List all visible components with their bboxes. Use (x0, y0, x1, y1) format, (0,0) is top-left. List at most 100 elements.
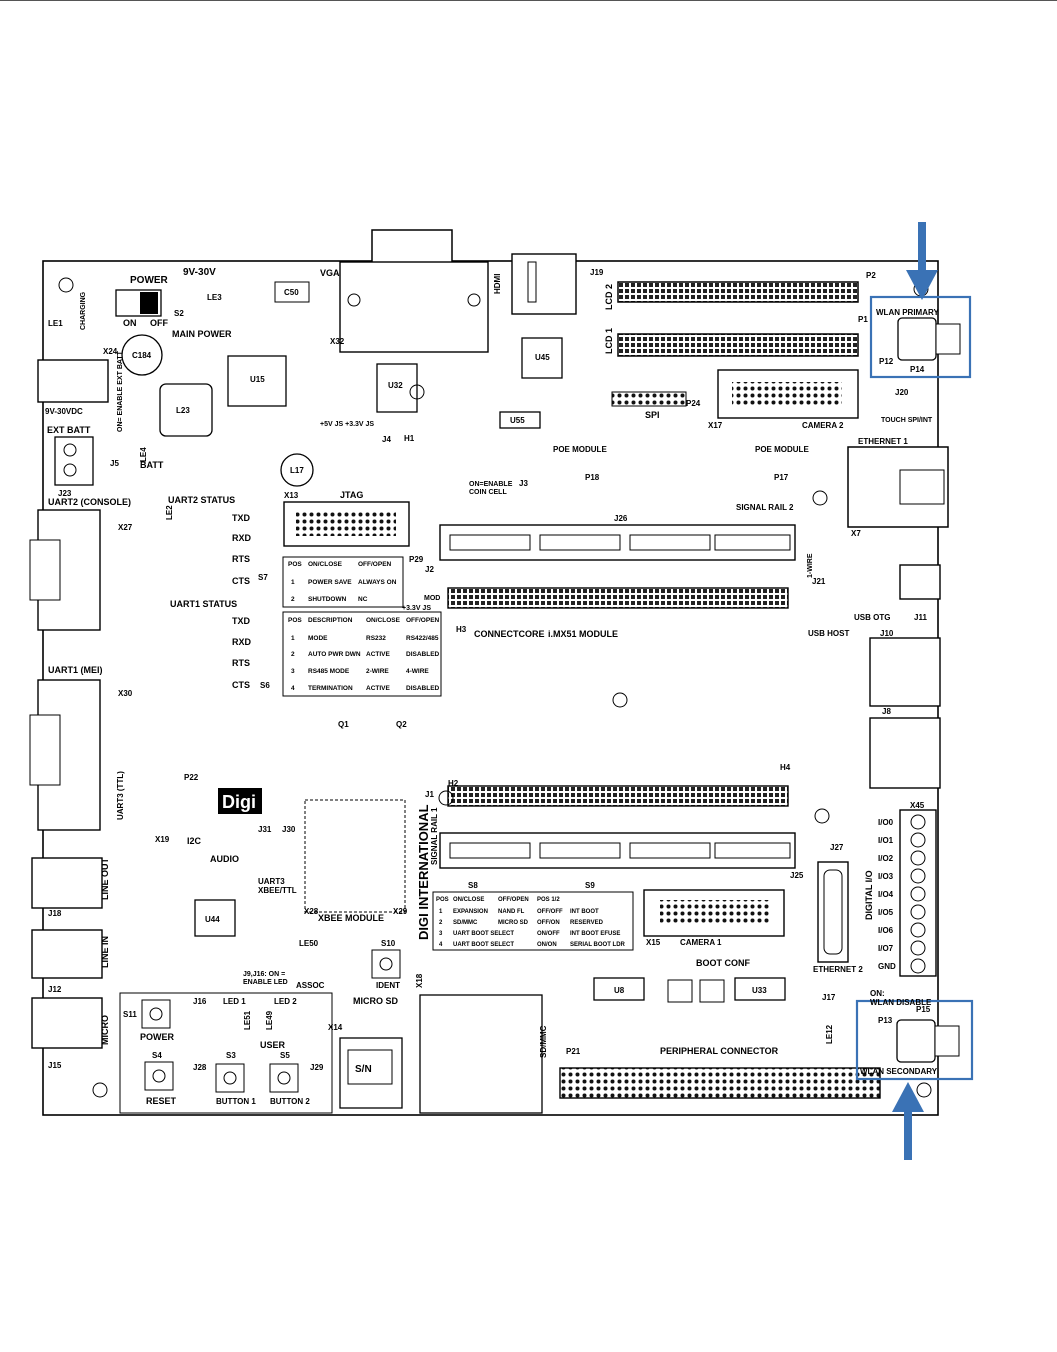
ref-X14: X14 (328, 1023, 343, 1032)
ref-H3: H3 (456, 625, 467, 634)
label-spi: SPI (645, 410, 660, 420)
label-txd-1: TXD (232, 513, 251, 523)
ref-J29: J29 (310, 1063, 324, 1072)
chip-u55 (499, 411, 541, 429)
sd-card-sn: S/N (355, 1064, 372, 1075)
chip-u45 (521, 337, 563, 379)
button-ident (371, 949, 401, 979)
ref-J3: J3 (519, 479, 528, 488)
label-digital-io: DIGITAL I/O (864, 870, 874, 920)
ref-S6: S6 (260, 681, 270, 690)
ref-J31: J31 (258, 825, 272, 834)
label-lcd2: LCD 2 (604, 284, 614, 310)
label-one-wire: 1-WIRE (807, 553, 814, 578)
s8s9-r2c3: ON/OFF (537, 931, 560, 937)
label-u32: U32 (388, 381, 403, 390)
io-1: I/O1 (878, 836, 894, 845)
usb-otg-j11 (899, 564, 941, 600)
ref-J25: J25 (790, 871, 804, 880)
chip-u33 (734, 977, 786, 1001)
label-j9-note: J9,J16: ON =ENABLE LED (243, 971, 288, 986)
ref-X28: X28 (304, 907, 319, 916)
ref-S3: S3 (226, 1051, 236, 1060)
label-u33: U33 (752, 986, 767, 995)
label-uart2-status: UART2 STATUS (168, 495, 235, 505)
ref-J4: J4 (382, 435, 391, 444)
label-wlan-secondary: WLAN SECONDARY (860, 1067, 938, 1076)
label-batt: BATT (140, 460, 164, 470)
ref-H2: H2 (448, 779, 459, 788)
cap-c184 (121, 334, 163, 376)
button-reset (144, 1061, 174, 1091)
ref-J1: J1 (425, 790, 434, 799)
digi-logo-text: Digi (222, 792, 256, 812)
label-connectcore: CONNECTCORE (474, 629, 545, 639)
ref-H1: H1 (404, 434, 415, 443)
wlan-primary-antenna (897, 317, 937, 361)
s8s9-r1c4: RESERVED (570, 920, 604, 926)
ref-J17: J17 (822, 993, 836, 1002)
s8s9-r1c1: SD/MMC (453, 920, 478, 926)
ref-J26: J26 (614, 514, 628, 523)
label-u15: U15 (250, 375, 265, 384)
s6-r3c1: TERMINATION (308, 685, 353, 692)
table-s8s9 (432, 891, 634, 951)
ref-P14: P14 (910, 365, 925, 374)
ref-S8: S8 (468, 881, 478, 890)
table-s7 (282, 556, 404, 608)
label-micro: MICRO (100, 1015, 110, 1045)
label-u44: U44 (205, 915, 220, 924)
module-connector-top (447, 587, 789, 609)
s7-r1c0: 2 (291, 596, 295, 603)
label-module: i.MX51 MODULE (548, 629, 618, 639)
ref-X45: X45 (910, 801, 925, 810)
label-rxd-1: RXD (232, 533, 252, 543)
ethernet2-jack (817, 861, 849, 963)
ref-J28: J28 (193, 1063, 207, 1072)
ref-LE3: LE3 (207, 293, 222, 302)
s8s9-r0c2: NAND FL (498, 909, 525, 915)
ref-P29: P29 (409, 555, 424, 564)
s8s9-r2c4: INT BOOT EFUSE (570, 931, 620, 937)
ref-S4: S4 (152, 1051, 162, 1060)
label-vdc: 9V-30VDC (45, 407, 83, 416)
table-s6 (282, 611, 442, 697)
ref-X7: X7 (851, 529, 861, 538)
usb-host-j10 (869, 637, 941, 707)
inductor-l23 (159, 383, 213, 437)
s6-r2c3: 4-WIRE (406, 668, 429, 675)
ref-J30: J30 (282, 825, 296, 834)
label-poe-right: POE MODULE (755, 445, 809, 454)
ethernet1-jack (847, 446, 949, 528)
signal-rail2-header (439, 524, 796, 561)
ref-S7: S7 (258, 573, 268, 582)
ref-P17: P17 (774, 473, 789, 482)
label-uart1: UART1 (MEI) (48, 665, 103, 675)
ref-S11: S11 (123, 1010, 137, 1019)
power-jack (37, 359, 109, 403)
label-c184: C184 (132, 351, 152, 360)
s6-r1c3: DISABLED (406, 651, 440, 658)
label-charging: CHARGING (80, 291, 87, 330)
page-top-rule (0, 0, 1057, 1)
s7-r1c2: NC (358, 596, 368, 603)
ref-X27: X27 (118, 523, 133, 532)
chip-u8 (593, 977, 645, 1001)
label-v33js: +3.3V JS (402, 605, 431, 612)
label-l23: L23 (176, 406, 190, 415)
ref-J5: J5 (110, 459, 119, 468)
ref-S9: S9 (585, 881, 595, 890)
label-led2: LED 2 (274, 997, 297, 1006)
button-power (141, 999, 171, 1029)
xbee-outline (304, 799, 406, 913)
label-boot-conf: BOOT CONF (696, 958, 750, 968)
s6-r2c0: 3 (291, 668, 295, 675)
ref-P18: P18 (585, 473, 600, 482)
s7-h1: ON/CLOSE (308, 561, 343, 568)
ref-J18: J18 (48, 909, 62, 918)
label-ethernet1: ETHERNET 1 (858, 437, 908, 446)
arrow-down-icon (906, 222, 938, 300)
spi-header (611, 391, 687, 407)
